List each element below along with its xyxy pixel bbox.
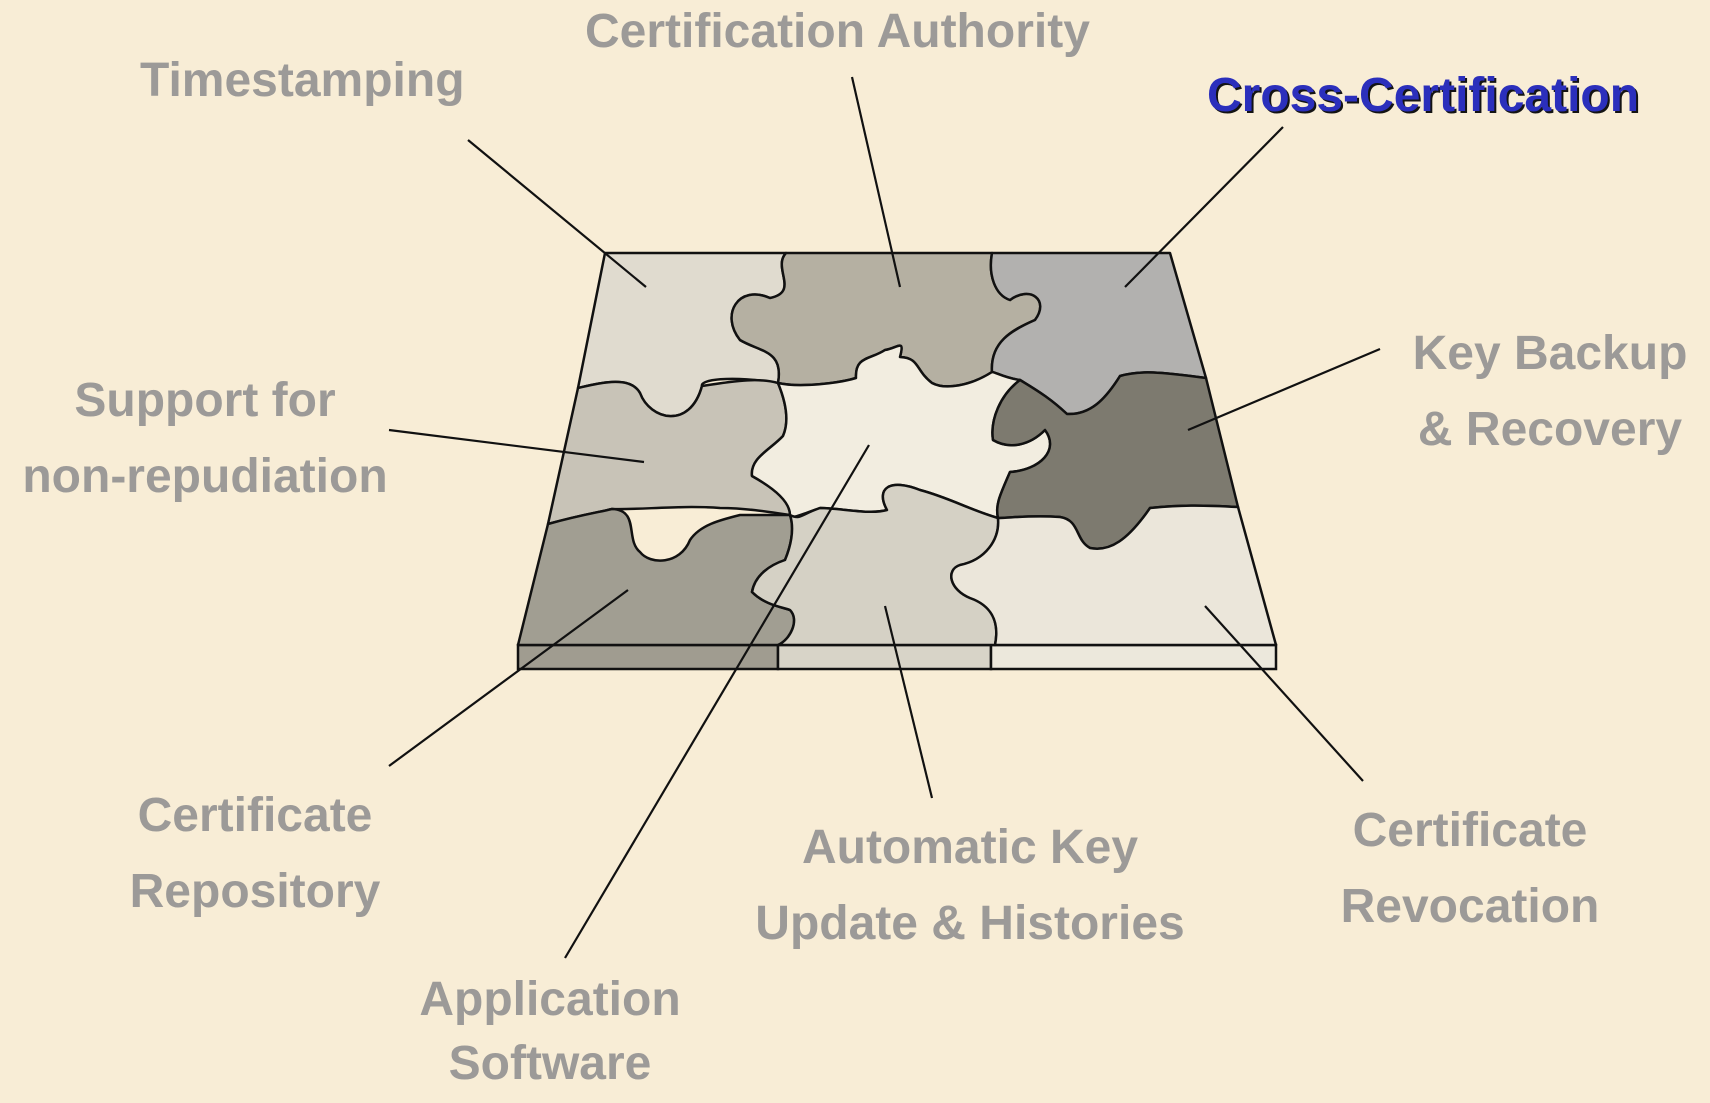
leader-line-cross-certification (1124, 126, 1284, 288)
label-certificate-repository: Certificate Repository (110, 778, 400, 930)
label-certificate-revocation: Certificate Revocation (1300, 793, 1640, 945)
label-certificate-revocation-line1: Certificate (1352, 804, 1588, 857)
label-key-backup-recovery: Key Backup & Recovery (1395, 316, 1705, 468)
base-edge-left (516, 643, 780, 671)
leader-line-application-software (564, 444, 870, 959)
puzzle-pieces (516, 251, 1278, 647)
label-cross-certification-text: Cross-Certification (1207, 69, 1640, 122)
leader-line-certification-authority (850, 76, 902, 288)
leader-line-timestamping (467, 139, 647, 288)
leader-line-certificate-revocation (1204, 605, 1364, 782)
label-automatic-key-update: Automatic Key Update & Histories (720, 810, 1220, 962)
label-key-backup-line2: & Recovery (1417, 403, 1683, 456)
label-certificate-repository-line1: Certificate (137, 789, 373, 842)
label-support-non-repudiation: Support for non-repudiation (0, 363, 410, 515)
leader-line-non-repudiation (388, 428, 645, 464)
label-application-software: Application Software (400, 968, 700, 1096)
puzzle-piece-certificate-repository (516, 507, 796, 647)
leader-lines (388, 76, 1381, 959)
label-key-backup-line1: Key Backup (1412, 327, 1688, 380)
label-timestamping: Timestamping (140, 43, 465, 119)
label-certificate-revocation-line2: Revocation (1340, 880, 1600, 933)
label-automatic-key-update-line2: Update & Histories (755, 897, 1185, 950)
label-timestamping-text: Timestamping (140, 54, 465, 107)
base-edge-right (989, 643, 1278, 671)
leader-line-certificate-repository (388, 589, 629, 767)
label-non-repudiation-line1: Support for (74, 374, 336, 427)
label-application-software-line1: Application (419, 973, 681, 1026)
label-certification-authority-text: Certification Authority (585, 5, 1090, 58)
label-non-repudiation-line2: non-repudiation (22, 450, 388, 503)
label-certification-authority: Certification Authority (585, 0, 1090, 70)
base-edge-middle (776, 643, 993, 671)
label-certificate-repository-line2: Repository (129, 865, 381, 918)
puzzle-piece-certificate-revocation (950, 504, 1278, 647)
label-cross-certification: Cross-Certification (1207, 58, 1639, 134)
leader-line-automatic-key-update (883, 605, 934, 799)
label-automatic-key-update-line1: Automatic Key (801, 821, 1139, 874)
leader-line-key-backup (1187, 347, 1381, 432)
label-application-software-line2: Software (448, 1037, 652, 1090)
